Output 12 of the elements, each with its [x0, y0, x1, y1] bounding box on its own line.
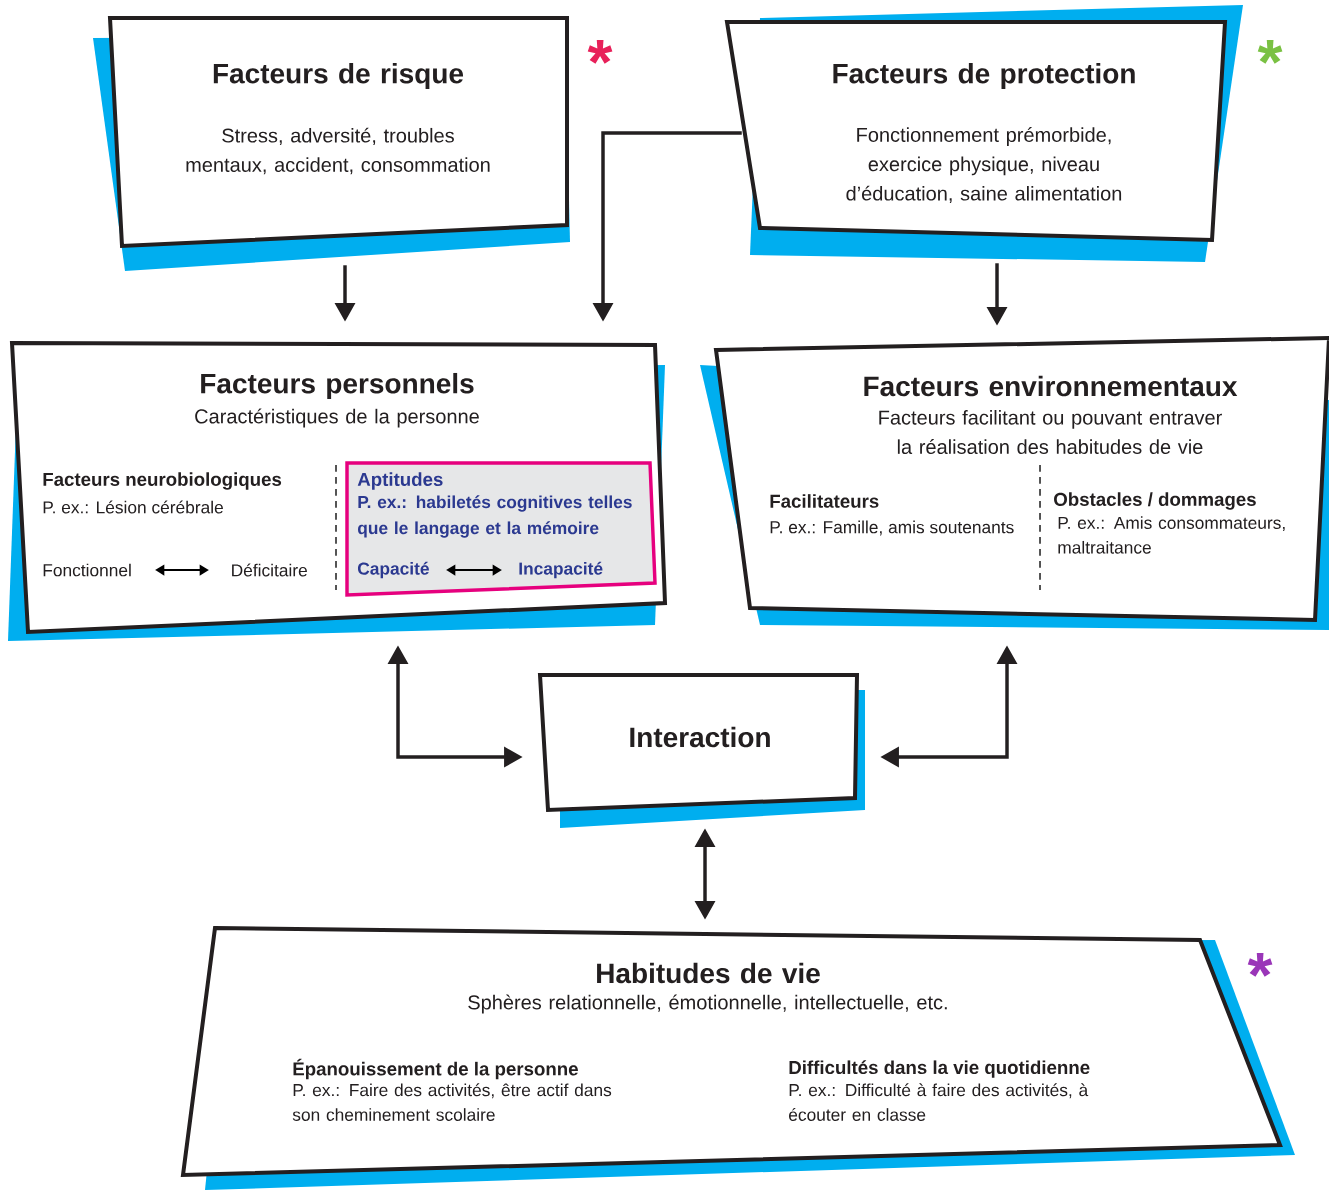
box-subtitle: Sphères relationnelle, émotionnelle, intellectuelle, etc.	[468, 994, 947, 1014]
asterisk-mark: *	[1257, 40, 1283, 64]
example-text: P. ex.: Faire des activités, être actif dans son cheminement scolaire	[292, 1083, 612, 1121]
box-title: Habitudes de vie	[597, 962, 820, 984]
asterisk-mark: *	[587, 40, 613, 64]
column-heading: Épanouissement de la personne	[293, 1058, 578, 1080]
example-text: P. ex.: Difficulté à faire des activités, à écouter en classe	[789, 1083, 1089, 1121]
box-title: Interaction	[630, 726, 770, 748]
box-subtitle: Fonctionnement prémorbide, exercice physique, niveau d’éducation, saine alimentation	[846, 127, 1122, 203]
box-title: Facteurs de protection	[833, 62, 1135, 90]
column-heading: Difficultés dans la vie quotidienne	[789, 1060, 1090, 1078]
asterisk-mark: *	[1247, 953, 1273, 977]
